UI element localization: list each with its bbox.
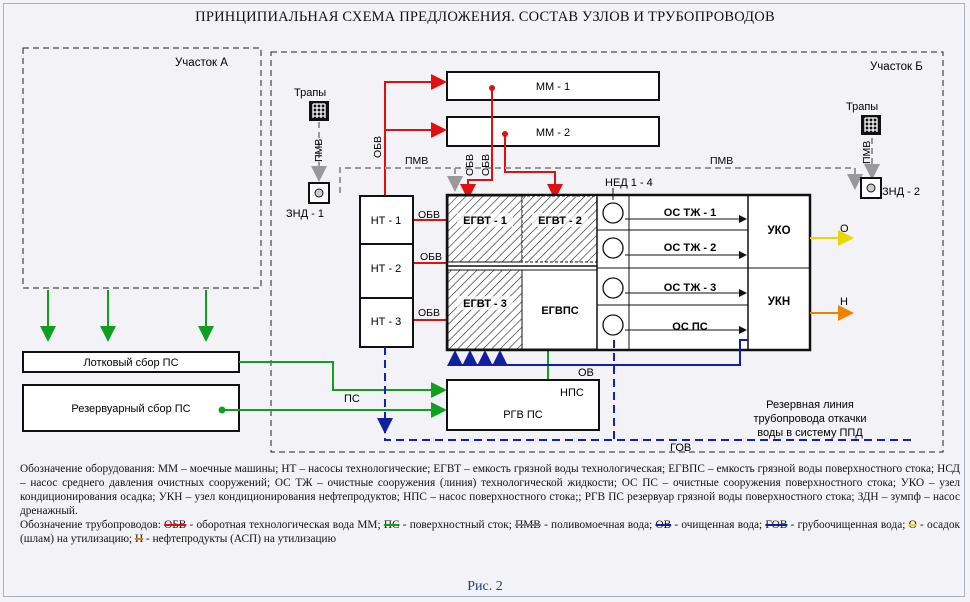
egvt2-label-bg: [532, 213, 588, 227]
drawing-sheet-border: [3, 3, 965, 597]
area-b-label: Участок Б: [870, 61, 923, 73]
egvt2-label: ЕГВТ - 2: [538, 215, 582, 227]
trap-right-icon: [861, 115, 881, 135]
reservoir-collection-box: [22, 384, 240, 432]
nt1-label: НТ - 1: [371, 215, 402, 227]
reserve-note-line1: Резервная линия: [766, 399, 854, 411]
obv-label-vertical: ОБВ: [372, 136, 384, 158]
legend-ov-key: ОВ: [655, 519, 672, 531]
trap-right-label: Трапы: [846, 101, 878, 113]
n-output-label: Н: [840, 296, 848, 308]
znd2-icon: [860, 177, 882, 199]
egvt1-label-bg: [457, 213, 513, 227]
legend-o-key: О: [908, 519, 917, 531]
ov-label: ОВ: [578, 367, 594, 379]
lotok-collection-label: Лотковый сбор ПС: [83, 357, 178, 369]
egvt3-label-bg: [457, 296, 513, 310]
os-flow-arrows: [625, 215, 747, 334]
equipment-legend: Обозначение оборудования: ММ – моечные м…: [20, 463, 960, 517]
nps-label: НПС: [560, 387, 584, 399]
pmv-label-left-vertical: ПМВ: [313, 139, 325, 162]
reserve-note-line3: воды в систему ППД: [757, 427, 863, 439]
mm2-box: [446, 116, 660, 147]
obv-label-nt2: ОБВ: [420, 251, 442, 263]
obv-label-mm2: ОБВ: [464, 154, 476, 176]
ps-pipe-label: ПС: [344, 393, 360, 405]
legend-n-key: Н: [135, 533, 144, 545]
egvt2-tank: [521, 195, 598, 263]
figure-caption: Рис. 2: [467, 579, 503, 594]
znd2-label: ЗНД - 2: [882, 186, 920, 198]
reserve-note-line2: трубопровода откачки: [754, 413, 867, 425]
uko-label: УКО: [767, 225, 790, 237]
pmv-label-top-right: ПМВ: [710, 155, 733, 167]
o-output-label: О: [840, 223, 849, 235]
nt3-label: НТ - 3: [371, 316, 402, 328]
nt3-box: [359, 297, 414, 348]
legend-obv-key: ОБВ: [164, 519, 187, 531]
process-schematic: Участок А Участок Б Лотковый сбор ПС Рез…: [22, 47, 944, 454]
pipeline-legend: Обозначение трубопроводов: ОБВ - оборотн…: [20, 519, 960, 545]
obv-label-nt3: ОБВ: [418, 307, 440, 319]
pmv-label-right-vertical: ПМВ: [861, 141, 873, 164]
legend-ps-key: ПС: [383, 519, 400, 531]
nt2-label: НТ - 2: [371, 263, 402, 275]
obv-label-mm1: ОБВ: [480, 154, 492, 176]
nt2-box: [359, 243, 414, 299]
area-b-boundary: [270, 51, 944, 453]
gov-label: ГОВ: [670, 442, 691, 454]
legend-gov-key: ГОВ: [765, 519, 788, 531]
rgv-ps-box: [446, 379, 600, 431]
egvps-tank: [521, 269, 598, 350]
obv-junction-2: [502, 131, 508, 137]
osps-label: ОС ПС: [672, 321, 707, 333]
znd1-icon: [308, 182, 330, 204]
os-line-dividers: [597, 195, 810, 350]
mm2-label: ММ - 2: [536, 127, 570, 139]
pmv-pipelines: [311, 122, 880, 193]
nt1-box: [359, 195, 414, 245]
ukn-label: УКН: [768, 296, 790, 308]
ned-pumps: [602, 202, 624, 336]
trap-left-label: Трапы: [294, 87, 326, 99]
egvt1-tank: [447, 195, 523, 263]
legend-pmv-key: ПМВ: [515, 519, 541, 531]
diagram-title: ПРИНЦИПИАЛЬНАЯ СХЕМА ПРЕДЛОЖЕНИЯ. СОСТАВ…: [195, 9, 775, 25]
rgv-ps-label: РГВ ПС: [503, 409, 543, 421]
trap-left-icon: [309, 101, 329, 121]
obv-label-nt1: ОБВ: [418, 209, 440, 221]
egvps-label: ЕГВПС: [541, 305, 578, 317]
ov-pipeline: [447, 339, 748, 366]
ps-drops-area-a: [40, 290, 214, 342]
ostzh2-label: ОС ТЖ - 2: [664, 242, 716, 254]
pmv-label-top-left: ПМВ: [405, 155, 428, 167]
egvt1-label: ЕГВТ - 1: [463, 215, 507, 227]
ostzh3-label: ОС ТЖ - 3: [664, 282, 716, 294]
gov-pipeline: [377, 340, 915, 441]
mm1-label: ММ - 1: [536, 81, 570, 93]
area-a-boundary: [22, 47, 262, 289]
ned-label: НЕД 1 - 4: [605, 177, 653, 189]
ostzh1-label: ОС ТЖ - 1: [664, 207, 716, 219]
egvt3-label: ЕГВТ - 3: [463, 298, 507, 310]
znd1-label: ЗНД - 1: [286, 208, 324, 220]
reservoir-collection-label: Резервуарный сбор ПС: [71, 403, 190, 415]
legend-block: Обозначение оборудования: ММ – моечные м…: [20, 462, 960, 546]
mm1-box: [446, 71, 660, 101]
area-a-label: Участок А: [175, 57, 228, 69]
obv-junction-1: [489, 85, 495, 91]
